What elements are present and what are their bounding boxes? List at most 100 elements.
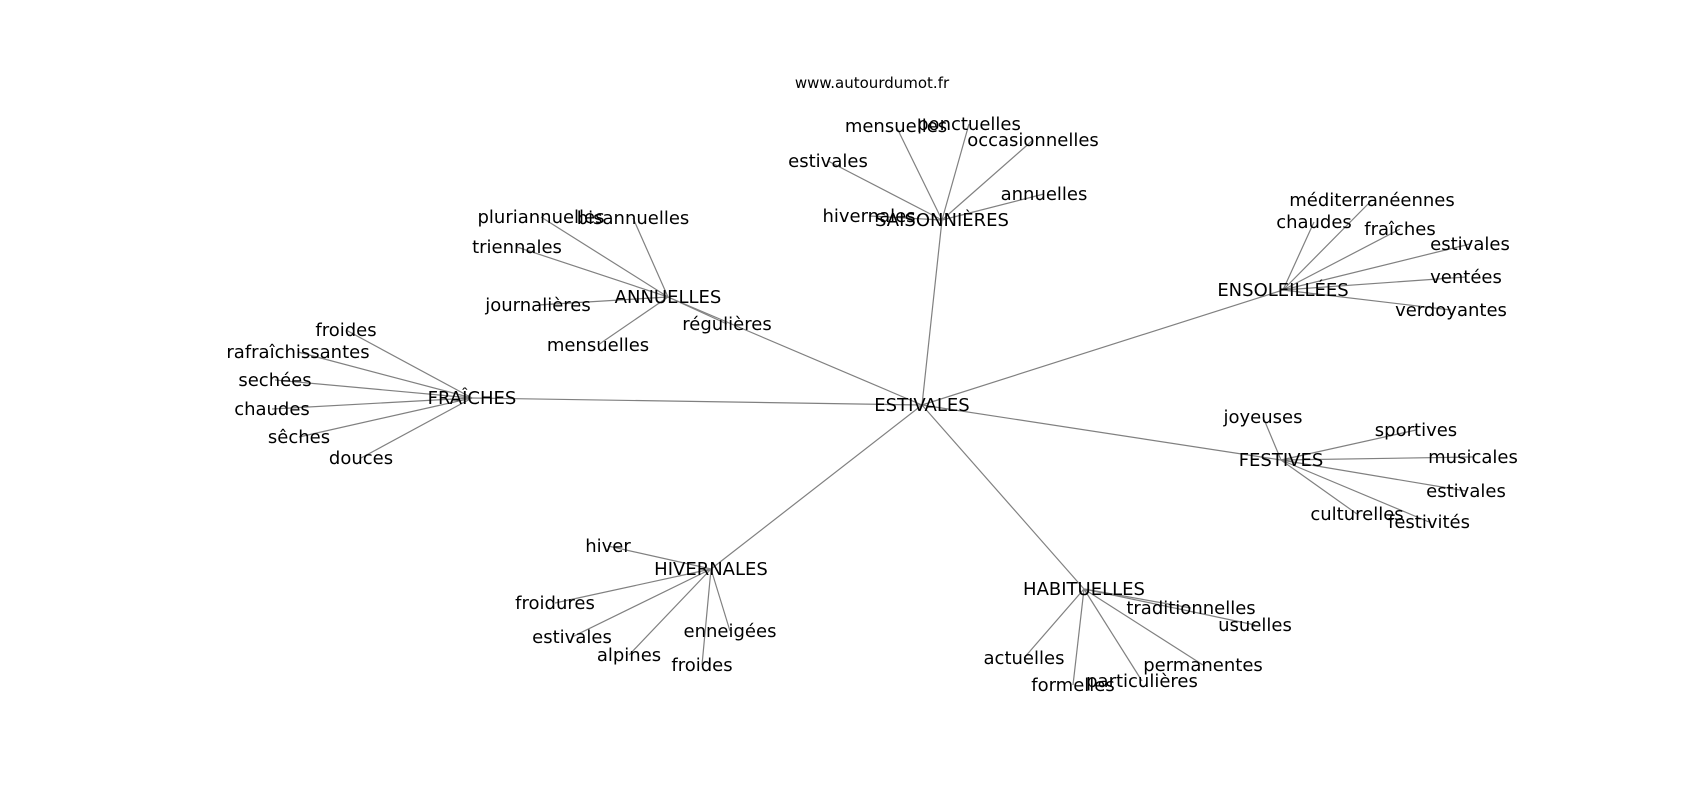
edge-hub-to-leaf (345, 329, 473, 399)
leaf-node-label[interactable]: méditerranéennes (1289, 190, 1455, 211)
leaf-node-label[interactable]: alpines (597, 645, 661, 666)
leaf-node-label[interactable]: douces (329, 448, 393, 469)
edge-center-to-hub (921, 289, 1284, 406)
edge-hub-to-leaf (1023, 588, 1085, 659)
edge-hub-to-leaf (868, 215, 943, 221)
leaf-node-label[interactable]: actuelles (984, 648, 1065, 669)
edge-hub-to-leaf (667, 296, 728, 325)
leaf-node-label[interactable]: usuelles (1218, 615, 1292, 636)
leaf-node-label[interactable]: chaudes (234, 399, 310, 420)
edge-hub-to-leaf (1282, 289, 1452, 311)
edge-hub-to-leaf (537, 296, 669, 306)
leaf-node-label[interactable]: estivales (788, 151, 868, 172)
hub-node-label[interactable]: ENSOLEILLÉES (1217, 279, 1348, 301)
edge-hub-to-leaf (571, 568, 712, 638)
edge-hub-to-leaf (628, 568, 712, 656)
edge-hub-to-leaf (1280, 429, 1417, 461)
leaf-node-label[interactable]: particulières (1086, 671, 1198, 692)
hub-node-label[interactable]: HIVERNALES (654, 559, 768, 580)
leaf-node-label[interactable]: triennales (472, 237, 562, 258)
edge-hub-to-leaf (271, 397, 473, 410)
edge-hub-to-leaf (1280, 459, 1467, 492)
edge-center-to-hub (710, 404, 923, 570)
edge-hub-to-leaf (710, 568, 731, 632)
edge-hub-to-leaf (1282, 243, 1471, 291)
edge-hub-to-leaf (360, 397, 473, 459)
edge-center-to-hub (667, 296, 923, 406)
leaf-node-label[interactable]: chaudes (1276, 212, 1352, 233)
edge-hub-to-leaf (895, 125, 943, 221)
edge-hub-to-leaf (1282, 276, 1467, 291)
leaf-node-label[interactable]: sechées (238, 370, 311, 391)
edge-hub-to-leaf (1282, 199, 1373, 291)
leaf-node-label[interactable]: hiver (585, 536, 631, 557)
hub-node-label[interactable]: ANNUELLES (615, 287, 722, 308)
leaf-node-label[interactable]: mensuelles (547, 335, 649, 356)
leaf-node-label[interactable]: froides (315, 320, 376, 341)
hub-node-label[interactable]: SAISONNIÈRES (875, 209, 1009, 231)
hub-node-label[interactable]: FRAÎCHES (428, 387, 517, 409)
edge-hub-to-leaf (1282, 228, 1401, 291)
leaf-node-label[interactable]: pluriannuelles (477, 207, 604, 228)
edge-hub-to-leaf (1280, 456, 1474, 461)
edge-hub-to-leaf (1262, 416, 1282, 461)
edge-hub-to-leaf (1083, 588, 1256, 626)
leaf-node-label[interactable]: estivales (1426, 481, 1506, 502)
leaf-node-label[interactable]: froidures (515, 593, 595, 614)
leaf-node-label[interactable]: occasionnelles (967, 130, 1099, 151)
edge-hub-to-leaf (632, 217, 669, 298)
leaf-node-label[interactable]: régulières (682, 314, 771, 335)
edge-hub-to-leaf (607, 545, 712, 570)
leaf-node-label[interactable]: permanentes (1143, 655, 1263, 676)
edge-center-to-hub (471, 397, 923, 406)
edge-hub-to-leaf (941, 123, 970, 221)
edge-hub-to-leaf (1083, 588, 1143, 682)
leaf-node-label[interactable]: ponctuelles (917, 114, 1021, 135)
leaf-node-label[interactable]: annuelles (1001, 184, 1088, 205)
leaf-node-label[interactable]: bisannuelles (577, 208, 690, 229)
leaf-node-label[interactable]: mensuelles (845, 116, 947, 137)
hub-node-label[interactable]: HABITUELLES (1023, 579, 1145, 600)
leaf-node-label[interactable]: ventées (1430, 267, 1502, 288)
edge-hub-to-leaf (1280, 459, 1430, 523)
leaf-node-label[interactable]: estivales (1430, 234, 1510, 255)
edge-hub-to-leaf (941, 139, 1034, 221)
edge-hub-to-leaf (941, 193, 1045, 221)
leaf-node-label[interactable]: culturelles (1310, 504, 1403, 525)
edge-hub-to-leaf (701, 568, 712, 666)
edge-center-to-hub (921, 219, 943, 406)
leaf-node-label[interactable]: rafraîchissantes (226, 342, 369, 363)
leaf-node-label[interactable]: festivités (1388, 512, 1470, 533)
edge-hub-to-leaf (554, 568, 712, 604)
edge-center-to-hub (921, 404, 1282, 461)
leaf-node-label[interactable]: sportives (1375, 420, 1457, 441)
leaf-node-label[interactable]: traditionnelles (1126, 598, 1255, 619)
leaf-node-label[interactable]: fraîches (1364, 219, 1436, 240)
edge-center-to-hub (921, 404, 1085, 590)
leaf-node-label[interactable]: journalières (484, 295, 590, 316)
edge-layer (271, 123, 1474, 686)
hub-node-label[interactable]: FESTIVES (1239, 450, 1324, 471)
leaf-node-label[interactable]: hivernales (822, 206, 915, 227)
label-layer: ESTIVALESSAISONNIÈRESmensuellesponctuell… (226, 114, 1517, 696)
edge-hub-to-leaf (1280, 459, 1358, 515)
center-node-label[interactable]: ESTIVALES (874, 395, 969, 416)
edge-hub-to-leaf (274, 379, 473, 399)
leaf-node-label[interactable]: sêches (268, 427, 330, 448)
edge-hub-to-leaf (1072, 588, 1085, 686)
leaf-node-label[interactable]: formelles (1031, 675, 1115, 696)
leaf-node-label[interactable]: froides (671, 655, 732, 676)
leaf-node-label[interactable]: enneigées (684, 621, 777, 642)
edge-hub-to-leaf (597, 296, 669, 346)
leaf-node-label[interactable]: estivales (532, 627, 612, 648)
leaf-node-label[interactable]: verdoyantes (1395, 300, 1507, 321)
leaf-node-label[interactable]: musicales (1428, 447, 1518, 468)
edge-hub-to-leaf (297, 351, 473, 399)
edge-hub-to-leaf (827, 160, 943, 221)
edge-hub-to-leaf (298, 397, 473, 438)
leaf-node-label[interactable]: joyeuses (1223, 407, 1303, 428)
edge-hub-to-leaf (516, 246, 669, 298)
edge-hub-to-leaf (540, 216, 669, 298)
edge-hub-to-leaf (1083, 588, 1204, 666)
